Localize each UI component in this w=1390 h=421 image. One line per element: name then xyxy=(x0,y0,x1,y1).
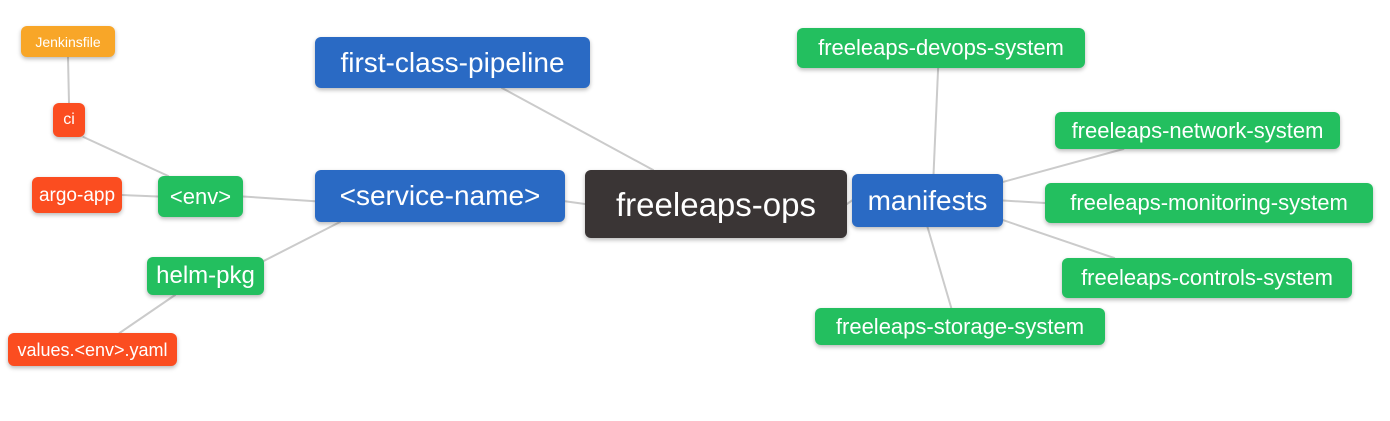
node-manifests[interactable]: manifests xyxy=(852,174,1003,227)
node-freeleaps-storage-system[interactable]: freeleaps-storage-system xyxy=(815,308,1105,345)
edge-jenkinsfile-to-ci xyxy=(67,56,70,104)
edge-manifests-to-controls_system xyxy=(1002,219,1116,259)
edge-env-to-service_name xyxy=(242,195,316,203)
node-ci[interactable]: ci xyxy=(53,103,85,137)
edge-ci-to-env xyxy=(82,136,170,177)
edge-manifests-to-devops_system xyxy=(932,67,940,175)
edge-service_name-to-helm_pkg xyxy=(263,221,341,262)
edge-service_name-to-freeleaps_ops xyxy=(564,200,586,205)
node-env[interactable]: <env> xyxy=(158,176,243,217)
edge-argo_app-to-env xyxy=(121,194,159,198)
edge-manifests-to-storage_system xyxy=(926,226,953,309)
edge-manifests-to-monitoring_system xyxy=(1002,199,1046,204)
node-helm-pkg[interactable]: helm-pkg xyxy=(147,257,264,295)
node-freeleaps-devops-system[interactable]: freeleaps-devops-system xyxy=(797,28,1085,68)
node-freeleaps-ops-root[interactable]: freeleaps-ops xyxy=(585,170,847,238)
edge-helm_pkg-to-values_env_yaml xyxy=(118,294,177,334)
node-freeleaps-monitoring-system[interactable]: freeleaps-monitoring-system xyxy=(1045,183,1373,223)
node-service-name[interactable]: <service-name> xyxy=(315,170,565,222)
edge-manifests-to-network_system xyxy=(1002,148,1125,183)
node-freeleaps-network-system[interactable]: freeleaps-network-system xyxy=(1055,112,1340,149)
edge-first_class_pipeline-to-freeleaps_ops xyxy=(501,87,655,171)
node-freeleaps-controls-system[interactable]: freeleaps-controls-system xyxy=(1062,258,1352,298)
node-argo-app[interactable]: argo-app xyxy=(32,177,122,213)
node-first-class-pipeline[interactable]: first-class-pipeline xyxy=(315,37,590,88)
node-jenkinsfile[interactable]: Jenkinsfile xyxy=(21,26,115,57)
node-values-env-yaml[interactable]: values.<env>.yaml xyxy=(8,333,177,366)
